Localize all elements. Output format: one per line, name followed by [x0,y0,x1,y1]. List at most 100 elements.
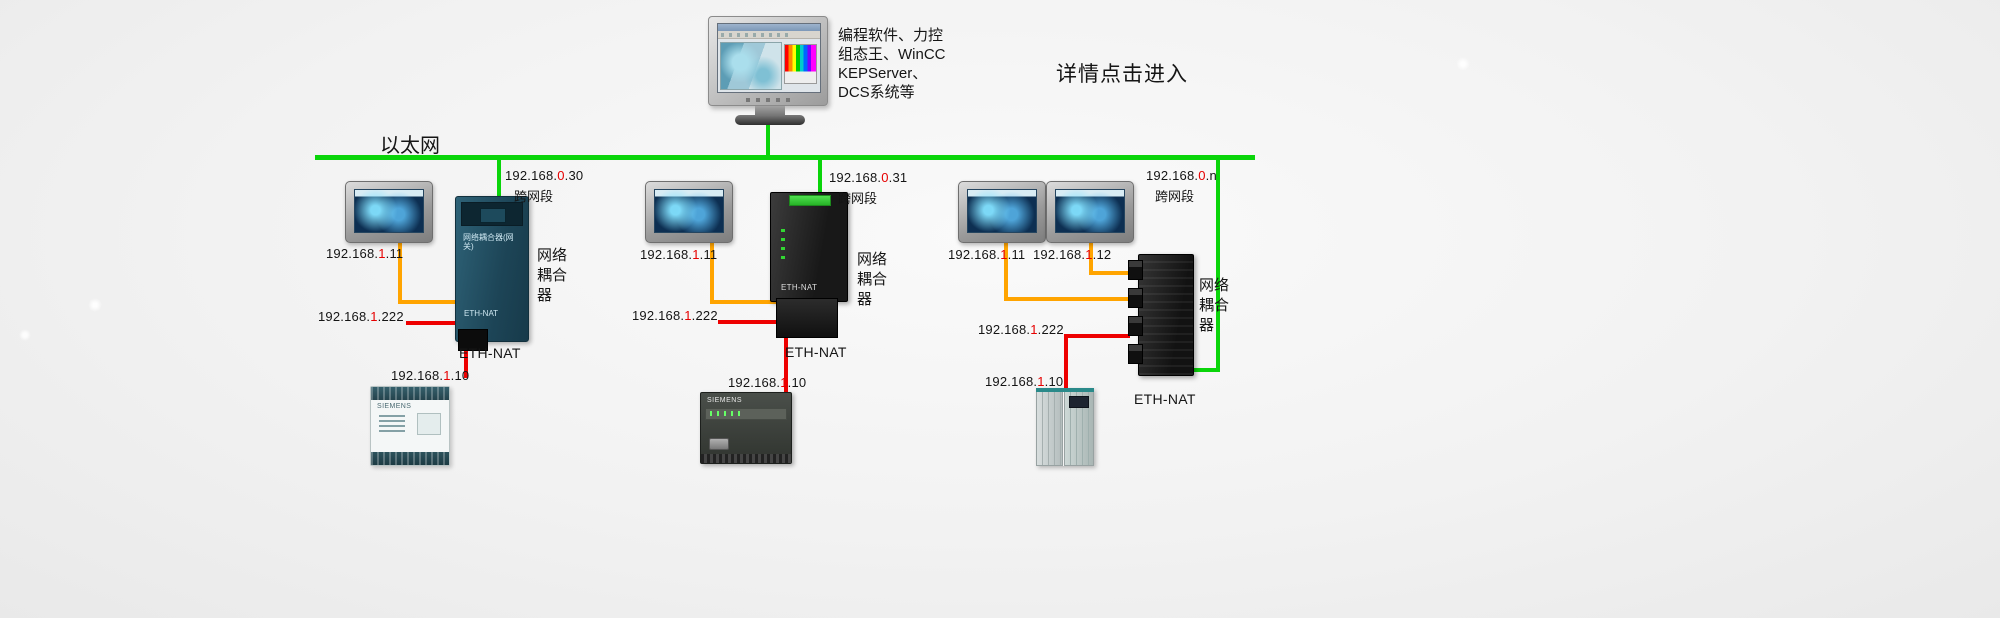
software-caption: 编程软件、力控 组态王、WinCC KEPServer、 DCS系统等 [838,26,946,102]
ip-prefix: 192.168. [505,168,558,183]
group2-hmi-ip: 192.168.1.11 [640,247,717,262]
group3-hmi1-ip: 192.168.1.11 [948,247,1025,262]
group3-hmi-panel-2 [1046,181,1134,243]
ip-highlight-octet: 1 [780,375,788,390]
coupler-label-line: 器 [857,291,873,308]
group2-plc: SIEMENS [700,392,792,464]
ip-suffix: .10 [1044,374,1064,389]
ip-prefix: 192.168. [391,368,444,383]
status-leds [781,229,785,263]
software-caption-line: 编程软件、力控 [838,27,944,44]
ip-suffix: .222 [691,308,718,323]
hmi-screen [1055,189,1125,233]
group3-eth-nat-coupler [1128,254,1194,376]
terminal-block [371,452,449,465]
bus-connector-green [789,195,831,206]
terminal-block [371,387,449,400]
group2-cross-segment-label: 跨网段 [838,191,878,206]
group1-plc: SIEMENS [370,386,450,466]
rj45-port [1128,344,1143,364]
group1-cross-segment-label: 跨网段 [514,189,554,204]
color-palette-panel [784,44,817,84]
ip-suffix: .222 [377,309,404,324]
coupler-body: ETH-NAT [770,192,848,302]
group1-hmi-panel [345,181,433,243]
group3-hmi-panel-1 [958,181,1046,243]
group2-hmi-panel [645,181,733,243]
ip-suffix: .11 [699,247,718,262]
group3-hmi2-ip: 192.168.1.12 [1033,247,1111,262]
group3-hmi1-cable-horizontal [1004,297,1130,301]
coupler-marking: ETH-NAT [781,283,818,292]
group3-nat-ip: 192.168.1.222 [978,322,1064,337]
coupler-label-line: 耦合 [537,267,568,284]
group2-eth-nat-label: ETH-NAT [785,344,847,360]
group1-hmi-cable-horizontal [398,300,459,304]
coupler-label-line: 耦合 [1199,297,1230,314]
coupler-label-line: 网络 [1199,277,1230,294]
ip-prefix: 192.168. [1146,168,1199,183]
group1-eth-nat-label: ETH-NAT [459,345,521,361]
detail-link[interactable]: 详情点击进入 [1056,63,1188,86]
ip-prefix: 192.168. [948,247,1001,262]
group3-nat-cable-horizontal [1064,334,1130,338]
ethernet-bus-line [315,155,1255,160]
rj45-port [1128,260,1143,280]
coupler-label-line: 网络 [857,251,888,268]
group2-ethernet-drop-line [818,158,822,196]
ip-highlight-octet: 1 [1085,247,1093,262]
hmi-screen [354,189,424,233]
monitor-stand-base [735,115,805,125]
coupler-label-line: 网络 [537,247,568,264]
group1-nat-ip: 192.168.1.222 [318,309,404,324]
group3-plc-ip: 192.168.1.10 [985,374,1063,389]
ip-suffix: .11 [1007,247,1026,262]
ip-prefix: 192.168. [829,170,882,185]
group1-ethernet-drop-line [497,158,501,198]
ip-highlight-octet: 1 [370,309,378,324]
monitor-screen [717,23,821,93]
plc-display [1069,396,1089,408]
group1-hmi-ip: 192.168.1.11 [326,246,403,261]
ip-prefix: 192.168. [978,322,1031,337]
plc-module [1036,388,1063,466]
group3-cross-segment-ip: 192.168.0.n [1146,168,1217,183]
scada-window-toolbar [718,31,820,39]
ip-prefix: 192.168. [640,247,693,262]
group3-cross-segment-label: 跨网段 [1155,189,1195,204]
software-caption-line: KEPServer、 [838,65,928,82]
rj45-port [1128,288,1143,308]
serial-port [709,438,729,450]
monitor-stand-neck [755,106,785,117]
ip-prefix: 192.168. [632,308,685,323]
software-caption-line: DCS系统等 [838,84,915,101]
bus-connector [458,329,488,351]
group2-nat-cable-horizontal [718,320,788,324]
ip-suffix: .11 [385,246,404,261]
ip-suffix: .n [1205,168,1217,183]
group3-plc-cable-vertical [1064,334,1068,388]
group2-plc-ip: 192.168.1.10 [728,375,806,390]
ip-prefix: 192.168. [728,375,781,390]
group1-nat-cable-horizontal [406,321,468,325]
ethernet-label: 以太网 [380,135,440,157]
group2-cross-segment-ip: 192.168.0.31 [829,170,907,185]
ip-suffix: .31 [888,170,908,185]
monitor-bezel [708,16,828,106]
group3-ethernet-drop-horizontal [1188,368,1220,372]
coupler-device-text: 网络耦合器(网关) [463,233,514,251]
ip-highlight-octet: 1 [378,246,386,261]
ip-highlight-octet: 1 [1000,247,1008,262]
group3-plc [1036,388,1094,466]
group1-coupler-label: 网络 耦合 器 [537,246,567,306]
group1-cross-segment-ip: 192.168.0.30 [505,168,583,183]
ip-highlight-octet: 1 [692,247,700,262]
ip-suffix: .30 [564,168,584,183]
ip-highlight-octet: 0 [1198,168,1206,183]
plc-panel [417,413,441,435]
coupler-label-line: 器 [1199,317,1215,334]
scada-process-graphic [720,42,782,90]
group2-coupler-label: 网络 耦合 器 [857,250,887,310]
ip-prefix: 192.168. [318,309,371,324]
